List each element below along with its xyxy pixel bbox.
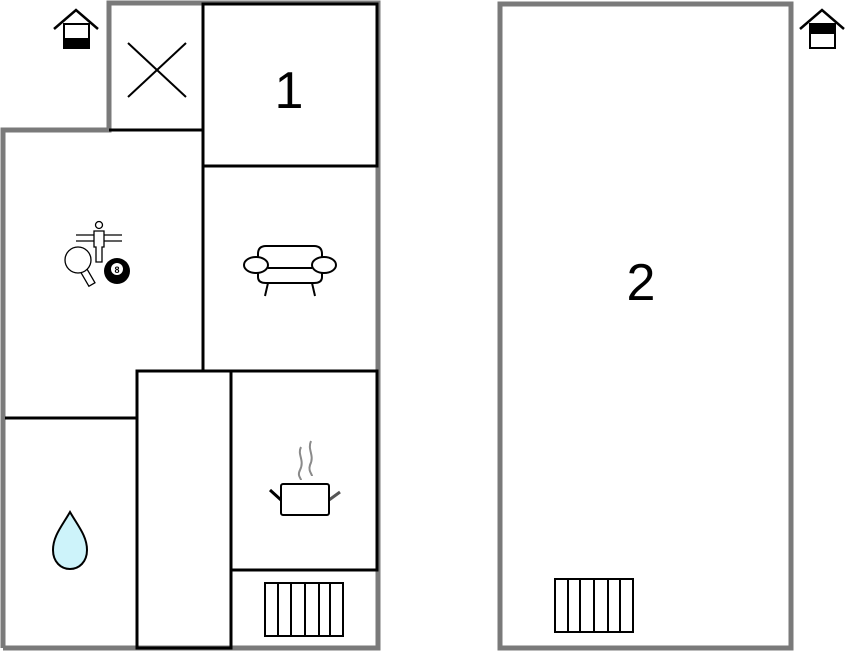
sofa-icon — [243, 245, 337, 297]
water-drop-icon — [51, 509, 89, 571]
outer-wall-upper — [497, 1, 794, 651]
stairs-icon — [554, 578, 634, 633]
house-upper-floor-icon — [799, 8, 845, 49]
upper-floor: 2 — [497, 1, 845, 651]
room-label-2: 2 — [627, 254, 656, 312]
billiards-ball-icon: 8 — [104, 258, 130, 284]
table-tennis-icon — [64, 246, 96, 288]
stairs-icon — [264, 582, 344, 637]
house-entrance-icon — [53, 8, 99, 49]
outer-wall — [0, 0, 381, 651]
games-icon: 8 — [64, 220, 130, 288]
ground-floor: 1 8 — [0, 0, 381, 651]
cooking-pot-icon — [268, 440, 341, 516]
inner-walls — [5, 2, 379, 650]
foosball-icon — [76, 220, 122, 263]
cross-void-icon — [127, 42, 187, 98]
svg-text:8: 8 — [114, 265, 119, 275]
room-label-1: 1 — [275, 62, 304, 120]
